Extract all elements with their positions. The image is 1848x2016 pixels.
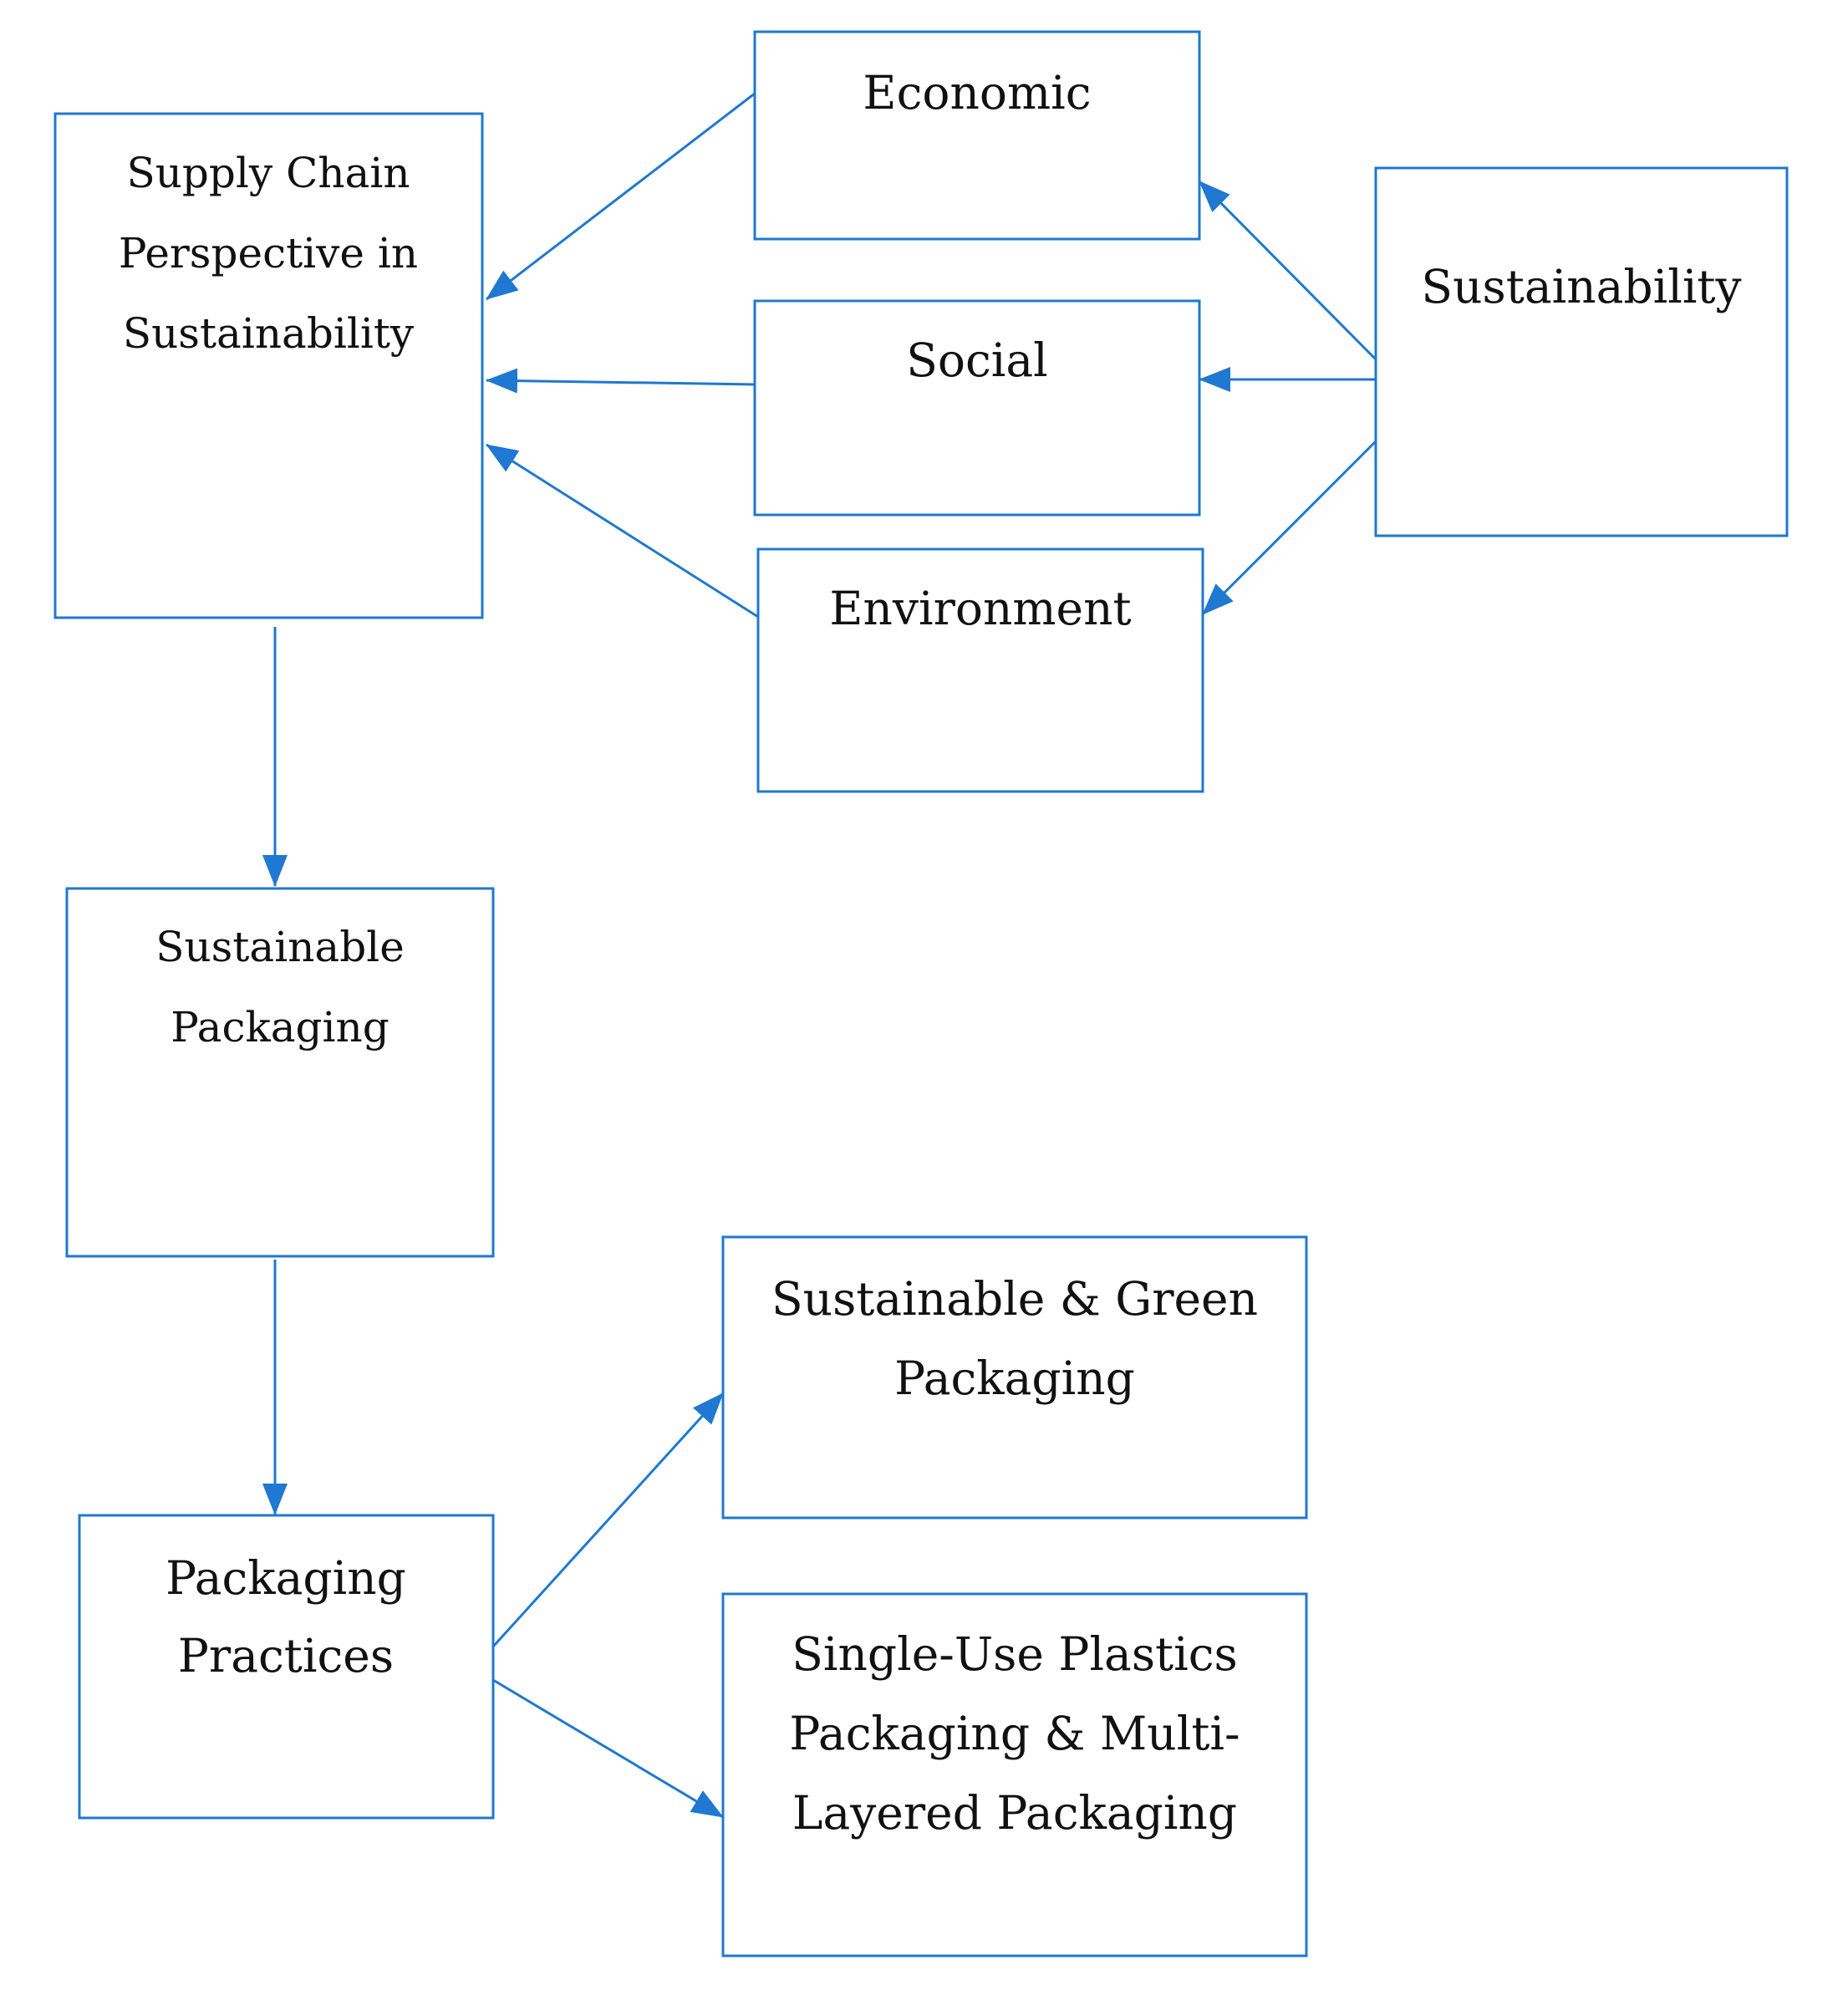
node-packaging-practices-label-line-1: Packaging <box>165 1551 406 1605</box>
node-supply-chain-label-line-3: Sustainability <box>123 309 415 358</box>
node-green-packaging-label-line-2: Packaging <box>894 1352 1135 1405</box>
arrow-economic-to-supply-chain <box>486 89 760 301</box>
node-single-use-label-line-2: Packaging & Multi- <box>789 1707 1240 1760</box>
node-economic: Economic <box>753 30 1201 241</box>
node-sustainability: Sustainability <box>1374 166 1789 537</box>
arrow-packaging-practices-to-green-packaging <box>491 1392 725 1648</box>
node-sustainable-packaging-label-line-1: Sustainable <box>155 923 405 971</box>
node-supply-chain-label-line-2: Perspective in <box>119 229 418 277</box>
node-sustainability-label: Sustainability <box>1421 260 1741 313</box>
arrow-packaging-practices-to-single-use <box>492 1678 724 1819</box>
node-economic-label: Economic <box>863 66 1091 120</box>
node-environment-label: Environment <box>829 582 1131 635</box>
node-single-use-label-line-1: Single-Use Plastics <box>792 1627 1238 1681</box>
node-packaging-practices: Packaging Practices <box>78 1514 495 1820</box>
node-single-use-label-line-3: Layered Packaging <box>792 1786 1237 1840</box>
node-social-label: Social <box>906 333 1048 387</box>
node-environment: Environment <box>756 547 1204 793</box>
arrow-sustainability-to-economic <box>1198 180 1377 361</box>
arrow-environment-to-supply-chain <box>486 443 759 619</box>
node-supply-chain-perspective: Supply Chain Perspective in Sustainabili… <box>53 112 484 619</box>
node-packaging-practices-label-line-2: Practices <box>178 1629 394 1683</box>
node-supply-chain-label-line-1: Supply Chain <box>126 149 410 197</box>
node-sustainable-green-packaging: Sustainable & Green Packaging <box>721 1235 1308 1520</box>
node-single-use-plastics: Single-Use Plastics Packaging & Multi- L… <box>721 1592 1308 1957</box>
arrow-social-to-supply-chain <box>486 368 756 394</box>
node-social: Social <box>753 299 1201 517</box>
node-green-packaging-label-line-1: Sustainable & Green <box>771 1272 1258 1326</box>
arrow-sustainability-to-environment <box>1201 440 1377 616</box>
edges <box>262 89 1377 1819</box>
node-sustainable-packaging: Sustainable Packaging <box>65 887 495 1258</box>
node-sustainable-packaging-label-line-2: Packaging <box>171 1003 389 1051</box>
